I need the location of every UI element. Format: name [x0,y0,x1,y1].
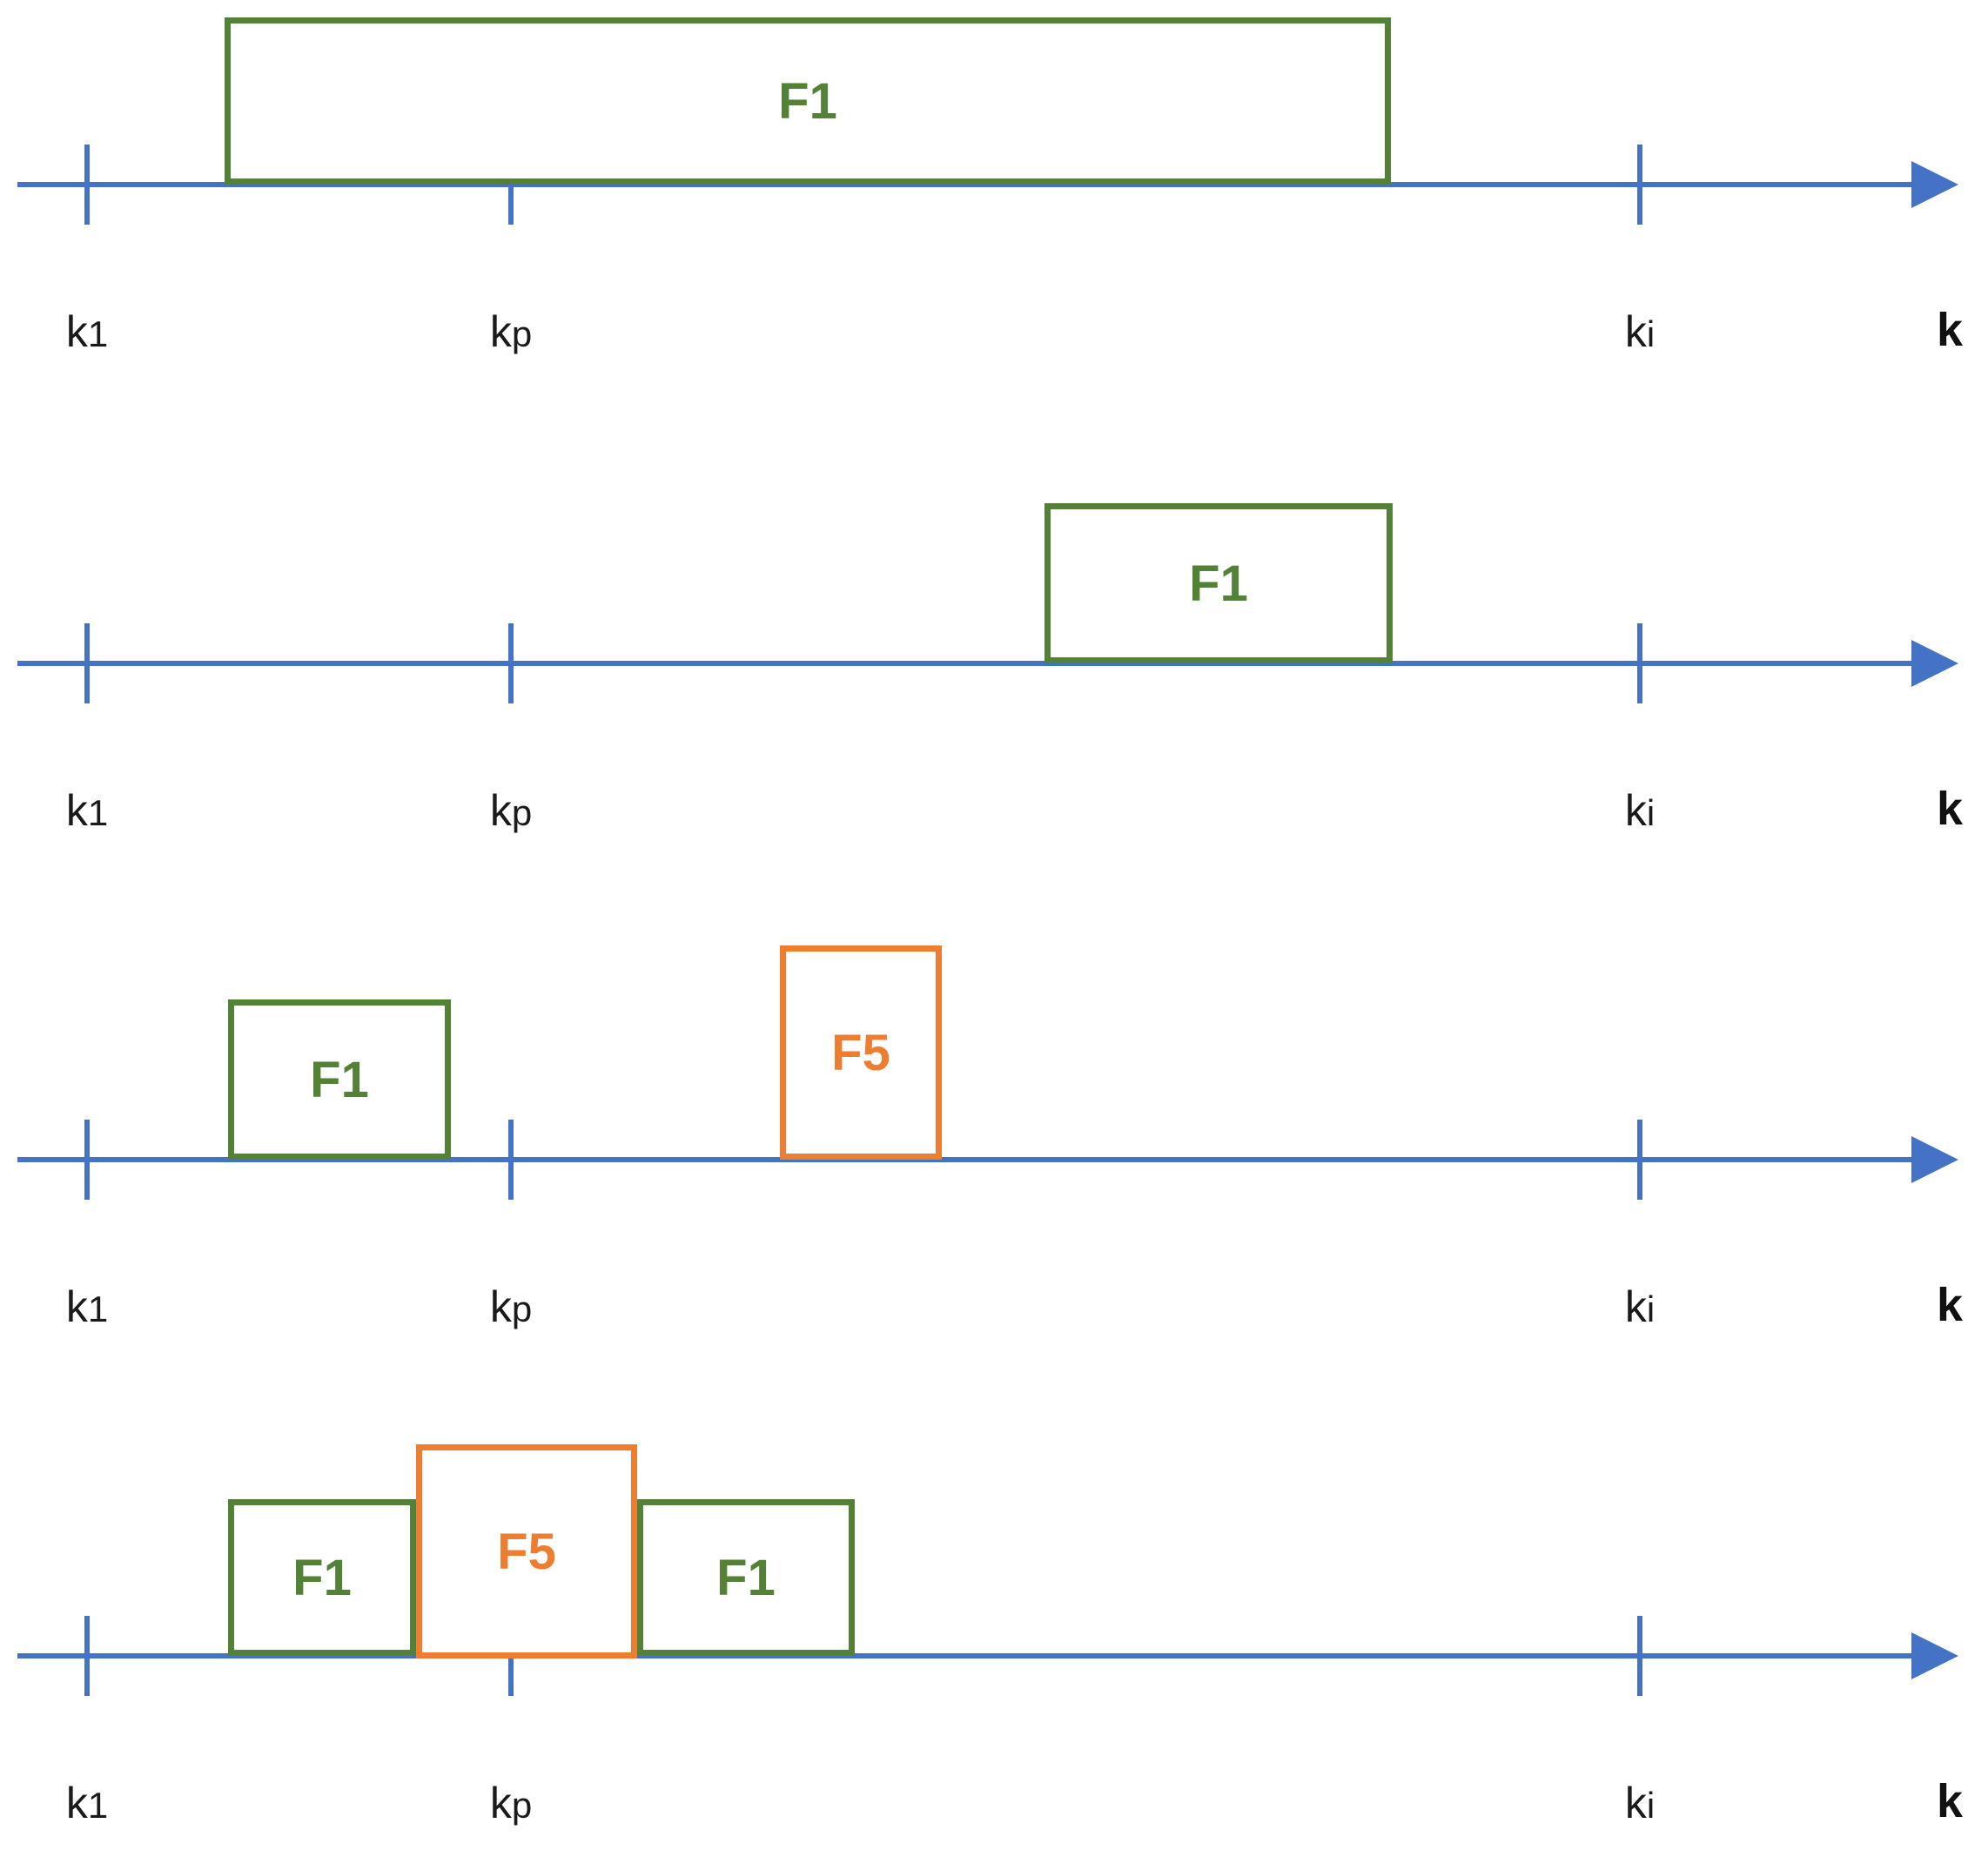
tick-label-kp: kp [489,307,533,356]
arrow-right-icon [1911,161,1958,208]
tick-kp [508,145,514,225]
tick-label-kp: kp [489,1779,533,1827]
axis-line [17,1157,1915,1162]
tick-label-k1: k1 [65,786,109,835]
box-label: F1 [310,1051,369,1108]
box-f5: F5 [416,1444,637,1659]
axis-line [17,661,1915,666]
box-label: F5 [831,1024,890,1081]
tick-k1 [84,145,90,225]
tick-k1 [84,1120,90,1200]
tick-ki [1637,623,1642,703]
tick-label-k1: k1 [65,1282,109,1331]
tick-k1 [84,623,90,703]
tick-ki [1637,145,1642,225]
arrow-right-icon [1911,1136,1958,1183]
tick-label-ki: ki [1624,307,1656,356]
box-label: F1 [292,1549,352,1606]
tick-label-kp: kp [489,1282,533,1331]
tick-label-ki: ki [1624,786,1656,835]
arrow-right-icon [1911,1632,1958,1679]
tick-label-ki: ki [1624,1779,1656,1827]
axis-label-k: k [1936,304,1964,356]
tick-label-k1: k1 [65,307,109,356]
box-label: F5 [497,1523,556,1580]
axis-label-k: k [1936,1279,1964,1331]
tick-label-ki: ki [1624,1282,1656,1331]
box-label: F1 [1189,555,1248,612]
axis-label-k: k [1936,1775,1964,1827]
tick-ki [1637,1616,1642,1696]
box-f5: F5 [780,945,942,1160]
tick-kp [508,623,514,703]
axis-line [17,1653,1915,1659]
tick-kp [508,1120,514,1200]
tick-label-kp: kp [489,786,533,835]
box-f1: F1 [1044,503,1393,663]
arrow-right-icon [1911,640,1958,687]
box-f1: F1 [637,1499,855,1656]
box-f1: F1 [228,1499,416,1656]
axis-line [17,182,1915,187]
axis-label-k: k [1936,783,1964,835]
box-f1: F1 [228,999,451,1160]
box-f1: F1 [225,17,1391,185]
tick-k1 [84,1616,90,1696]
tick-label-k1: k1 [65,1779,109,1827]
tick-ki [1637,1120,1642,1200]
box-label: F1 [716,1549,776,1606]
box-label: F1 [778,72,837,130]
